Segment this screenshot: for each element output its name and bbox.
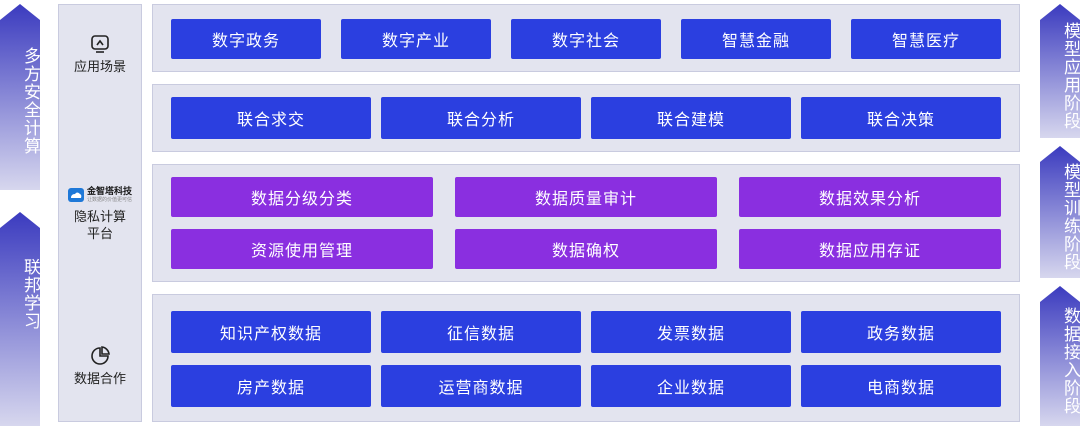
right-arrow-application: 模型应用阶段 (1040, 4, 1080, 138)
sidebar-item-platform: 金智塔科技 让数据的价值更可信 隐私计算 平台 (59, 187, 141, 243)
joint-modeling: 联合建模 (591, 97, 791, 139)
data-property: 房产数据 (171, 365, 371, 407)
data-invoice: 发票数据 (591, 311, 791, 353)
scene-digital-government: 数字政务 (171, 19, 321, 59)
left-arrow-label: 多方安全计算 (20, 47, 40, 155)
gov-quality-audit: 数据质量审计 (455, 177, 717, 217)
gov-data-rights: 数据确权 (455, 229, 717, 269)
brand-name: 金智塔科技 (86, 187, 132, 197)
brand-tagline: 让数据的价值更可信 (86, 197, 132, 203)
sidebar-label-scene: 应用场景 (73, 60, 126, 75)
left-arrow-mpc: 多方安全计算 (0, 4, 40, 190)
data-ip: 知识产权数据 (171, 311, 371, 353)
layer-application-scenes: 数字政务 数字产业 数字社会 智慧金融 智慧医疗 (152, 4, 1020, 72)
gov-resource-management: 资源使用管理 (171, 229, 433, 269)
gov-effect-analysis: 数据效果分析 (739, 177, 1001, 217)
data-credit: 征信数据 (381, 311, 581, 353)
presentation-icon (91, 35, 109, 53)
data-ecommerce: 电商数据 (801, 365, 1001, 407)
sidebar-label-platform-2: 平台 (86, 227, 113, 242)
arrow-up-shape (0, 212, 40, 426)
right-arrow-label: 模型训练阶段 (1060, 163, 1080, 271)
joint-decision: 联合决策 (801, 97, 1001, 139)
scene-smart-finance: 智慧金融 (681, 19, 831, 59)
layer-data-sources: 知识产权数据 征信数据 发票数据 政务数据 房产数据 运营商数据 企业数据 电商… (152, 294, 1020, 422)
layer-data-governance: 数据分级分类 数据质量审计 数据效果分析 资源使用管理 数据确权 数据应用存证 (152, 164, 1020, 282)
right-arrow-ingest: 数据接入阶段 (1040, 286, 1080, 426)
arrow-up-shape (1040, 286, 1080, 426)
left-arrow-federated: 联邦学习 (0, 212, 40, 426)
arrow-up-shape (1040, 4, 1080, 138)
gov-classification: 数据分级分类 (171, 177, 433, 217)
sidebar-item-coop: 数据合作 (59, 345, 141, 388)
data-telecom: 运营商数据 (381, 365, 581, 407)
scene-smart-medical: 智慧医疗 (851, 19, 1001, 59)
sidebar-item-scene: 应用场景 (59, 33, 141, 76)
scene-digital-industry: 数字产业 (341, 19, 491, 59)
data-government: 政务数据 (801, 311, 1001, 353)
right-arrow-label: 模型应用阶段 (1060, 22, 1080, 130)
sidebar-label-platform-1: 隐私计算 (73, 210, 126, 225)
arrow-up-shape (1040, 146, 1080, 278)
joint-intersection: 联合求交 (171, 97, 371, 139)
scene-digital-society: 数字社会 (511, 19, 661, 59)
gov-application-evidence: 数据应用存证 (739, 229, 1001, 269)
joint-analysis: 联合分析 (381, 97, 581, 139)
data-enterprise: 企业数据 (591, 365, 791, 407)
cloud-logo-icon (67, 188, 84, 202)
pie-chart-icon (91, 346, 110, 365)
sidebar-label-coop: 数据合作 (73, 372, 126, 387)
layer-joint-computation: 联合求交 联合分析 联合建模 联合决策 (152, 84, 1020, 152)
left-arrow-label: 联邦学习 (20, 258, 40, 330)
right-arrow-training: 模型训练阶段 (1040, 146, 1080, 278)
platform-sidebar: 应用场景 金智塔科技 让数据的价值更可信 隐私计算 平台 数据合作 (58, 4, 142, 422)
brand-logo: 金智塔科技 让数据的价值更可信 (59, 187, 141, 203)
right-arrow-label: 数据接入阶段 (1060, 307, 1080, 415)
arrow-up-shape (0, 4, 40, 190)
